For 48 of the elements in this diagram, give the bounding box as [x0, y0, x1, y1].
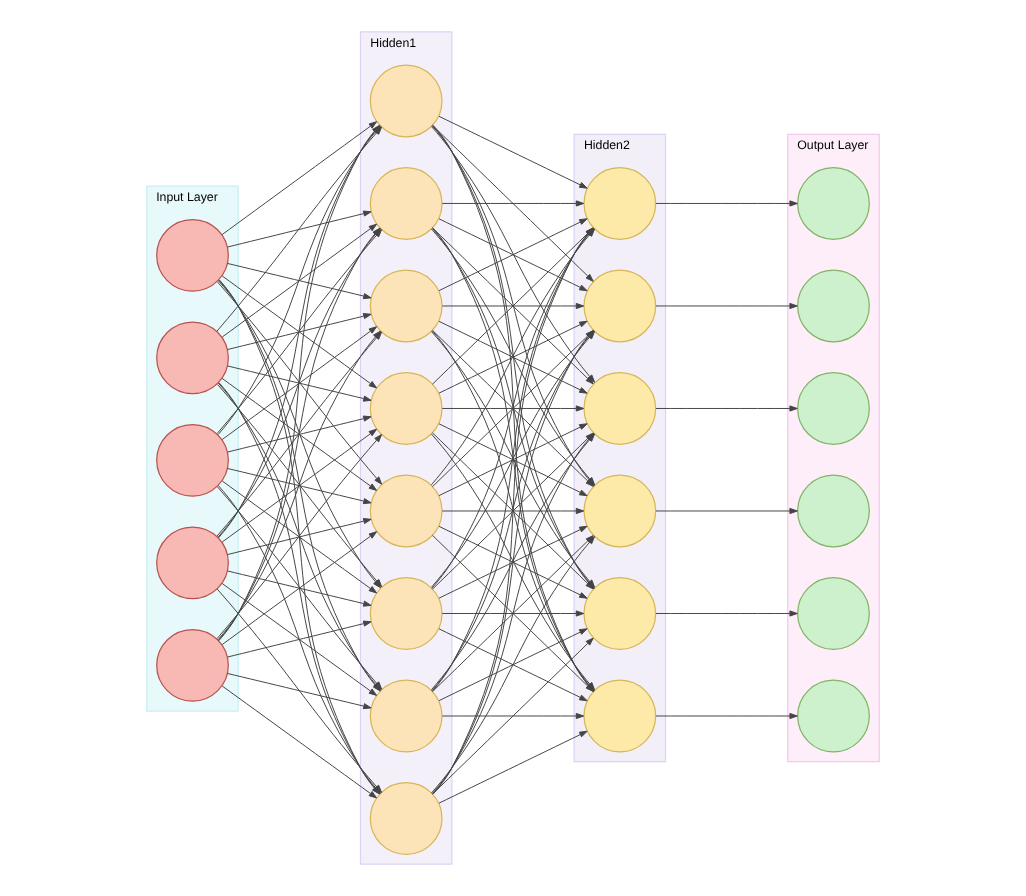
arrow [221, 531, 378, 646]
arrow [221, 223, 378, 338]
arrow [227, 313, 372, 350]
node-circle [156, 321, 229, 395]
arrow [655, 405, 798, 412]
arrow [655, 507, 798, 515]
arrow [438, 320, 588, 394]
arrow [221, 378, 378, 491]
arrow [227, 210, 372, 248]
arrow [441, 712, 585, 720]
arrow [441, 507, 585, 515]
node-circle [156, 423, 229, 497]
arrow [655, 302, 798, 310]
arrow [227, 468, 372, 505]
arrow [221, 275, 378, 389]
arrow [655, 610, 798, 617]
arrow [438, 730, 588, 804]
arrow [438, 115, 588, 189]
arrow [655, 712, 798, 720]
node-circle [797, 679, 870, 753]
node-circle [797, 372, 870, 445]
node-circle [797, 167, 870, 240]
arrow [227, 263, 372, 300]
arrow [441, 302, 585, 310]
arrow [438, 218, 588, 292]
arrow [441, 610, 585, 617]
node-circle [797, 269, 870, 343]
arrow [227, 415, 372, 453]
node-circle [797, 474, 870, 548]
arrow [438, 423, 588, 497]
arrow [227, 673, 372, 710]
arrow [221, 583, 378, 696]
node-circle [156, 628, 229, 702]
arrow [227, 620, 372, 658]
arrow [221, 326, 378, 441]
node-circle [156, 526, 229, 600]
arrow [438, 628, 588, 702]
arrow [227, 518, 372, 555]
arrow [441, 200, 585, 207]
arrow [227, 570, 372, 607]
arrow [227, 365, 372, 402]
arrow [221, 428, 378, 543]
arrow [441, 405, 585, 412]
arrow [221, 480, 378, 594]
arrow [655, 200, 798, 207]
arrow [438, 525, 588, 599]
node-circle [797, 577, 870, 650]
node-circle [156, 218, 229, 292]
